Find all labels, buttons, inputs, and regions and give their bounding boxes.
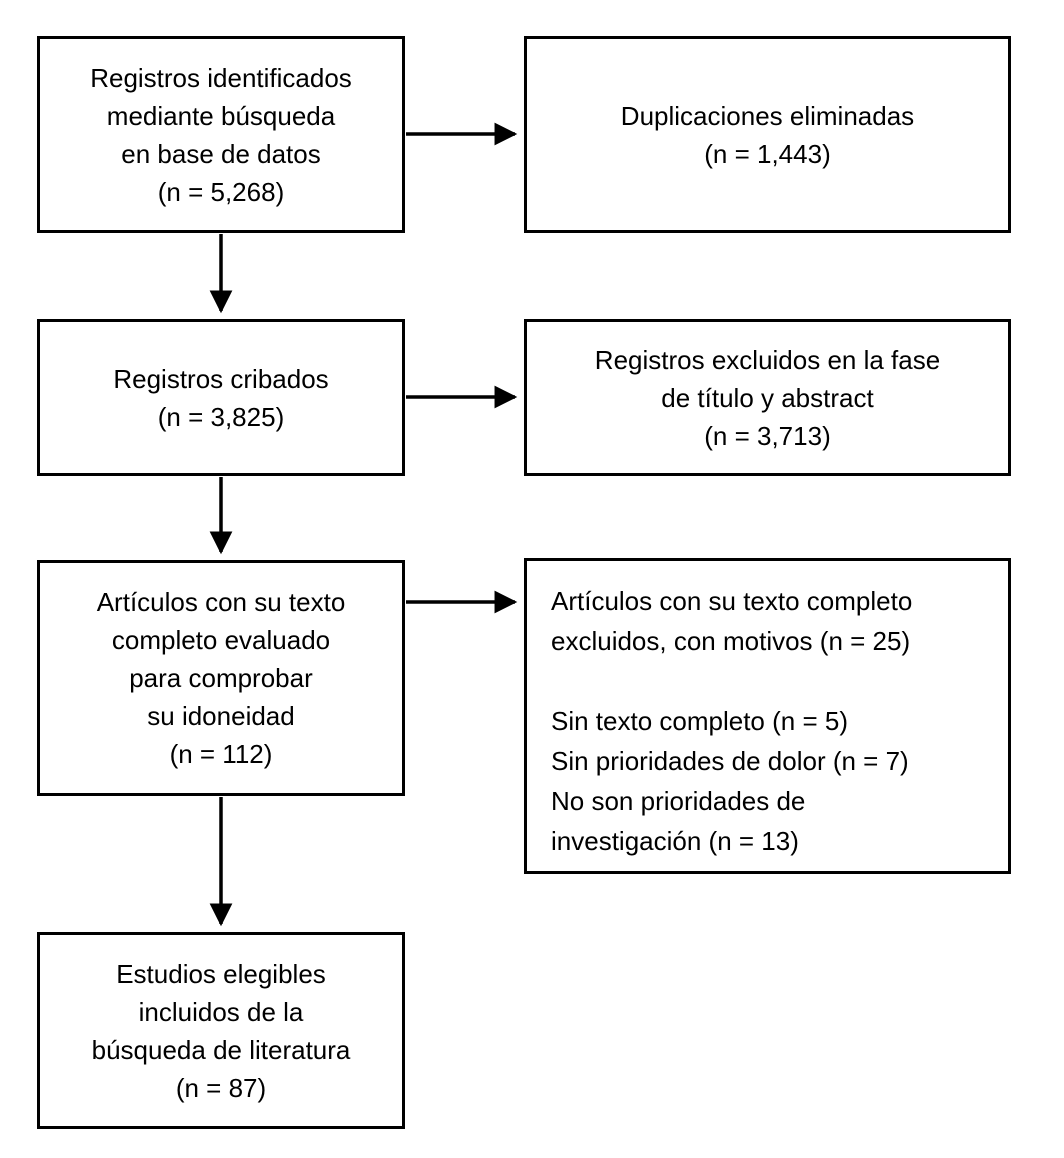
box-records-identified-text: Registros identificados mediante búsqued… — [90, 62, 352, 207]
box-records-identified: Registros identificados mediante búsqued… — [37, 36, 405, 233]
box-records-excluded-title-abstract-text: Registros excluidos en la fase de título… — [594, 344, 941, 451]
box-studies-included: Estudios elegibles incluidos de la búsqu… — [37, 932, 405, 1129]
box-fulltext-excluded-text: Artículos con su texto completo excluido… — [551, 586, 913, 856]
box-duplicates-removed: Duplicaciones eliminadas (n = 1,443) — [524, 36, 1011, 233]
box-fulltext-assessed-text: Artículos con su texto completo evaluado… — [96, 587, 346, 769]
box-duplicates-removed-text: Duplicaciones eliminadas (n = 1,443) — [620, 100, 915, 169]
box-records-screened: Registros cribados (n = 3,825) — [37, 319, 405, 476]
box-records-screened-text: Registros cribados (n = 3,825) — [113, 363, 329, 432]
box-fulltext-excluded: Artículos con su texto completo excluido… — [524, 558, 1011, 874]
box-studies-included-text: Estudios elegibles incluidos de la búsqu… — [91, 958, 351, 1103]
box-fulltext-assessed: Artículos con su texto completo evaluado… — [37, 560, 405, 796]
box-records-excluded-title-abstract: Registros excluidos en la fase de título… — [524, 319, 1011, 476]
